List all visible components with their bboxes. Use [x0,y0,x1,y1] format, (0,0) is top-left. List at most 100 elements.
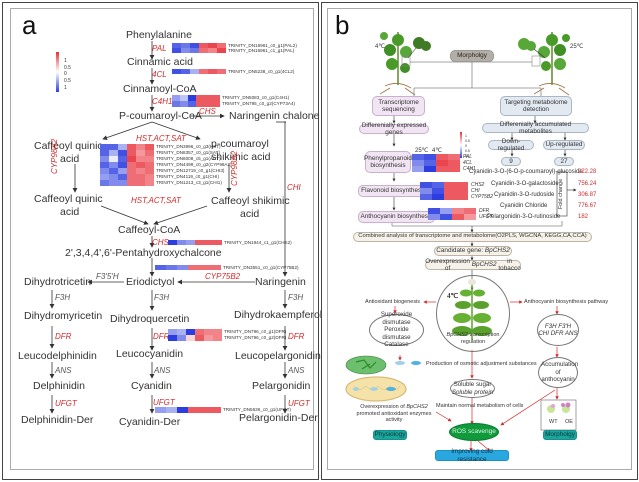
heatmap-cell [217,69,226,74]
heatmap-cell [109,168,118,174]
note-gene: BpCHS2 [406,404,428,410]
enzyme-dfr: DFR [288,332,305,341]
plant-warm-icon [518,32,570,96]
anthocyanin-path-label: Anthocyanin biosynthesis pathway [524,299,609,305]
candidate-gene-box: Candidate gene: BpCHS2 [434,246,512,256]
compound-cyanidin-der: Cyanidin-Der [119,416,181,428]
compound-delphinidin-der: Delphinidin-Der [21,414,94,426]
heatmap-cell [118,162,127,168]
gene-label: C4H1 [463,166,476,172]
compound-delphinidin: Delphinidin [33,380,85,392]
enzyme-ufgt: UFGT [55,399,77,408]
heatmap-cell [204,240,213,245]
plant-cold-icon [379,32,431,96]
compound-caffeoyl-quinic-acid: Caffeoyl quinic [34,140,103,152]
heatmap-col-warm: 25℃ [415,148,429,154]
morphology-box: Morpholgy [450,50,494,62]
heatmap-cell [127,156,136,162]
heatmap-cell [166,407,177,413]
heatmap-cell [412,166,424,172]
circle-rest: transcription regulation [460,332,500,345]
color-legend [56,52,59,92]
circle-label: BpCHS2 transcription regulation [444,332,502,345]
enzymes-ellipse: Superoxide dismutase Peroxide dismutase … [369,311,424,348]
legend-tick: 0 [64,71,67,77]
enzyme-dfr: DFR [55,332,72,341]
heatmap-cell [127,180,136,186]
metabolite-name: Pelargonidin-3-O-rutinoside [487,214,561,220]
legend-tick: 0.5 [64,78,71,84]
heatmap-cell [195,329,204,335]
heatmap-cell [412,160,424,166]
legend-tick: 1 [64,85,67,91]
heatmap-cell [199,265,210,270]
heatmap-cell [180,95,188,101]
heatmap-cell [456,194,468,200]
gene-label: TRINITY_DN1944_c1_g1(CHS2) [224,240,292,245]
heatmap-cell [432,182,444,188]
heatmap-cell [448,154,460,160]
heatmap-cell [109,162,118,168]
ros-scavenge: ROS scavenge [449,423,499,441]
heatmap-cell [444,194,456,200]
improving-cold-resistance: Improving cold resistance [435,448,509,463]
enzyme-ans: ANS [154,366,171,375]
gene-label: TRINITY_DN4499_c0_g2(CYP98A2) [156,162,232,167]
gene-label: TRINITY_DN16961_c1_g1(PAL) [228,48,295,53]
compound-p-coumaroyl-shikimic-acid: shikimic acid [211,151,271,163]
compound-eriodictyol: Eriodictyol [126,276,175,288]
heatmap-cell [118,156,127,162]
heatmap-cell [444,182,456,188]
gene-label: UFGT [479,214,493,220]
heatmap-cell [127,174,136,180]
heatmap-cell [190,69,199,74]
enzyme-pal: PAL [152,44,167,53]
heatmap-cell [208,48,217,53]
heatmap-cell [208,43,217,48]
heatmap-cell [109,150,118,156]
heatmap-cell [181,43,190,48]
soluble-protein: Soluble protein [451,388,494,396]
heatmap-cell [127,162,136,168]
heatmap-cell [428,214,440,220]
heatmap-cell [168,335,177,341]
heatmap-cell [100,144,109,150]
enzyme-ans: ANS [55,366,72,375]
heatmap-cell [217,43,226,48]
compound-dihydrokaempferol: Dihydrokaempferol [234,309,323,321]
heatmap-cell [172,101,180,107]
arrow [100,205,149,225]
gene-label: TRINITY_DN5083_c0_g1(C4H1) [222,95,290,100]
enzyme-ufgt: UFGT [153,398,175,407]
gene-label: CHI [471,188,480,194]
compound-caffeoyl-quinic-acid: acid [60,153,80,165]
enzyme-hst-act-sat: HST,ACT,SAT [136,134,186,143]
gene-label: CHS2 [471,182,485,188]
gene-label: TRINITY_DN4119_c0_g1(CHI) [156,174,219,179]
heatmap-cell [177,265,188,270]
heatmap-cell [127,168,136,174]
heatmap-cell [186,240,195,245]
enzyme-chs: CHS [152,238,169,247]
overexpression-box: Overexpression of BpCHS2 in tobacco [425,258,521,272]
heatmap-cell [118,168,127,174]
compound-naringenin-chalone: Naringenin chalone [229,110,320,122]
heatmap-cell [100,156,109,162]
arrow [102,121,153,140]
down-count: 9 [501,157,521,166]
heatmap-cell [420,188,432,194]
heatmap-cell [177,335,186,341]
legend-tick: 0 [465,144,467,148]
heatmap-cell [432,194,444,200]
compound-caffeoyl-shikimic-acid: acid [240,208,260,220]
enzyme-sod: Superoxide dismutase [380,311,413,326]
heatmap-cell [190,43,199,48]
heatmap-cell [136,150,145,156]
metabolite-fold: 756.24 [578,181,597,187]
heatmap-cell [180,101,188,107]
up-regulated-box: Up-regulated [543,140,585,150]
heatmap-cell [177,407,188,413]
temperature-warm: 25℃ [570,44,584,50]
metabolite-name: Cyanidin Chloride [500,203,548,209]
heatmap-cell [217,48,226,53]
